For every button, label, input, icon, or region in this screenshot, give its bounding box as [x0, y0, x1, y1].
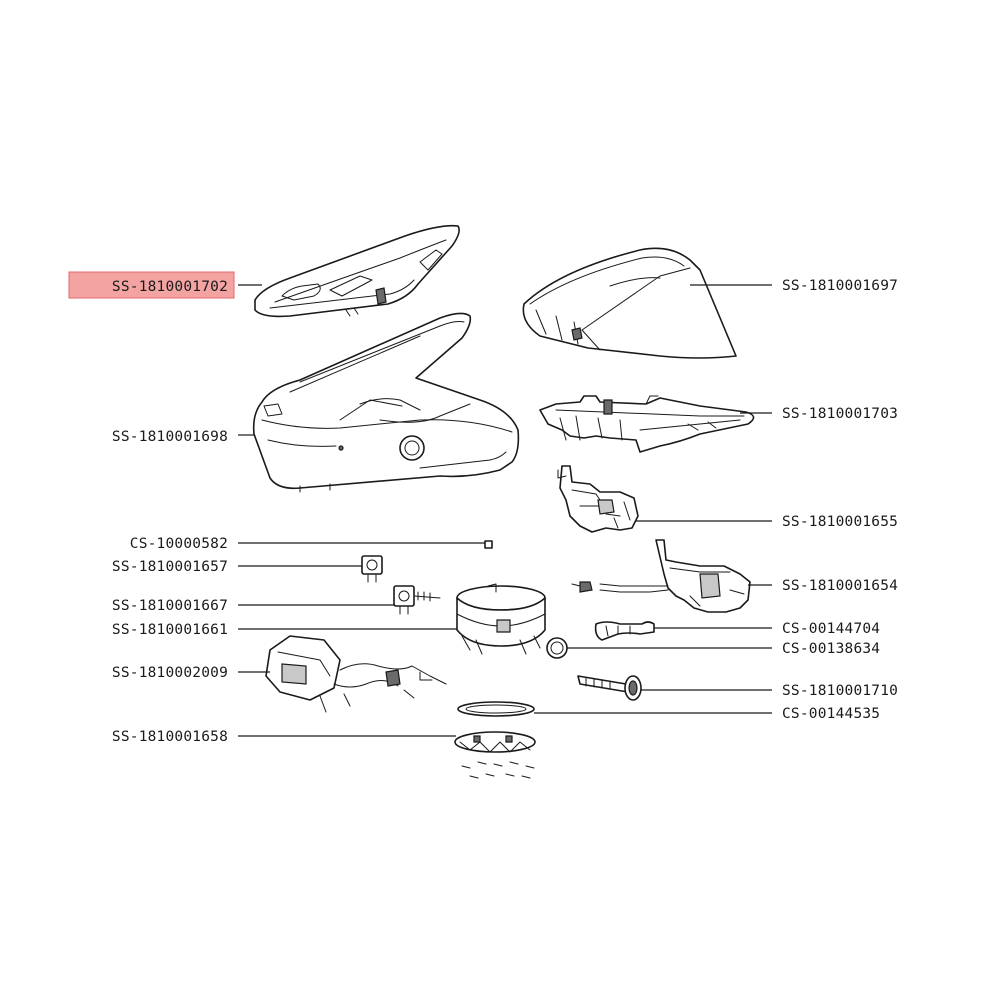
part-label-ss-1810001703[interactable]: SS-1810001703: [782, 406, 898, 422]
part-label-ss-1810001710[interactable]: SS-1810001710: [782, 683, 898, 699]
part-drawing-heating-plate[interactable]: [454, 731, 536, 779]
part-label-cs-00138634[interactable]: CS-00138634: [782, 641, 880, 657]
part-drawing-frame-bracket[interactable]: [539, 395, 755, 453]
part-drawing-top-cover[interactable]: [254, 224, 460, 318]
part-drawing-hose[interactable]: [594, 621, 655, 641]
part-drawing-boiler[interactable]: [456, 583, 546, 655]
part-label-ss-1810001658[interactable]: SS-1810001658: [112, 729, 228, 745]
part-label-ss-1810001702[interactable]: SS-1810001702: [112, 279, 228, 295]
part-label-ss-1810001698[interactable]: SS-1810001698: [112, 429, 228, 445]
part-label-ss-1810001655[interactable]: SS-1810001655: [782, 514, 898, 530]
part-drawing-o-ring[interactable]: [546, 637, 568, 659]
part-label-ss-1810001667[interactable]: SS-1810001667: [112, 598, 228, 614]
part-drawing-wiring-harness[interactable]: [265, 635, 447, 713]
part-drawing-switch-b[interactable]: [393, 585, 441, 615]
part-label-ss-1810001661[interactable]: SS-1810001661: [112, 622, 228, 638]
part-label-cs-10000582[interactable]: CS-10000582: [130, 536, 228, 552]
part-drawing-bolt[interactable]: [577, 675, 642, 701]
part-label-ss-1810002009[interactable]: SS-1810002009: [112, 665, 228, 681]
part-drawing-water-tank[interactable]: [522, 247, 737, 359]
part-drawing-pump-assembly[interactable]: [571, 539, 751, 613]
part-label-ss-1810001654[interactable]: SS-1810001654: [782, 578, 898, 594]
part-drawing-base-housing[interactable]: [252, 312, 520, 493]
part-labels: SS-1810001702 SS-1810001698 CS-10000582 …: [112, 278, 898, 745]
part-drawing-gasket[interactable]: [457, 701, 535, 717]
part-label-cs-00144704[interactable]: CS-00144704: [782, 621, 880, 637]
part-label-ss-1810001697[interactable]: SS-1810001697: [782, 278, 898, 294]
part-label-cs-00144535[interactable]: CS-00144535: [782, 706, 880, 722]
part-drawing-clip[interactable]: [484, 540, 493, 549]
leader-lines: [238, 284, 772, 737]
part-drawing-pump-bracket[interactable]: [557, 465, 639, 533]
part-label-ss-1810001657[interactable]: SS-1810001657: [112, 559, 228, 575]
selected-part-highlight: [68, 271, 235, 299]
part-drawing-switch-a[interactable]: [361, 555, 383, 583]
